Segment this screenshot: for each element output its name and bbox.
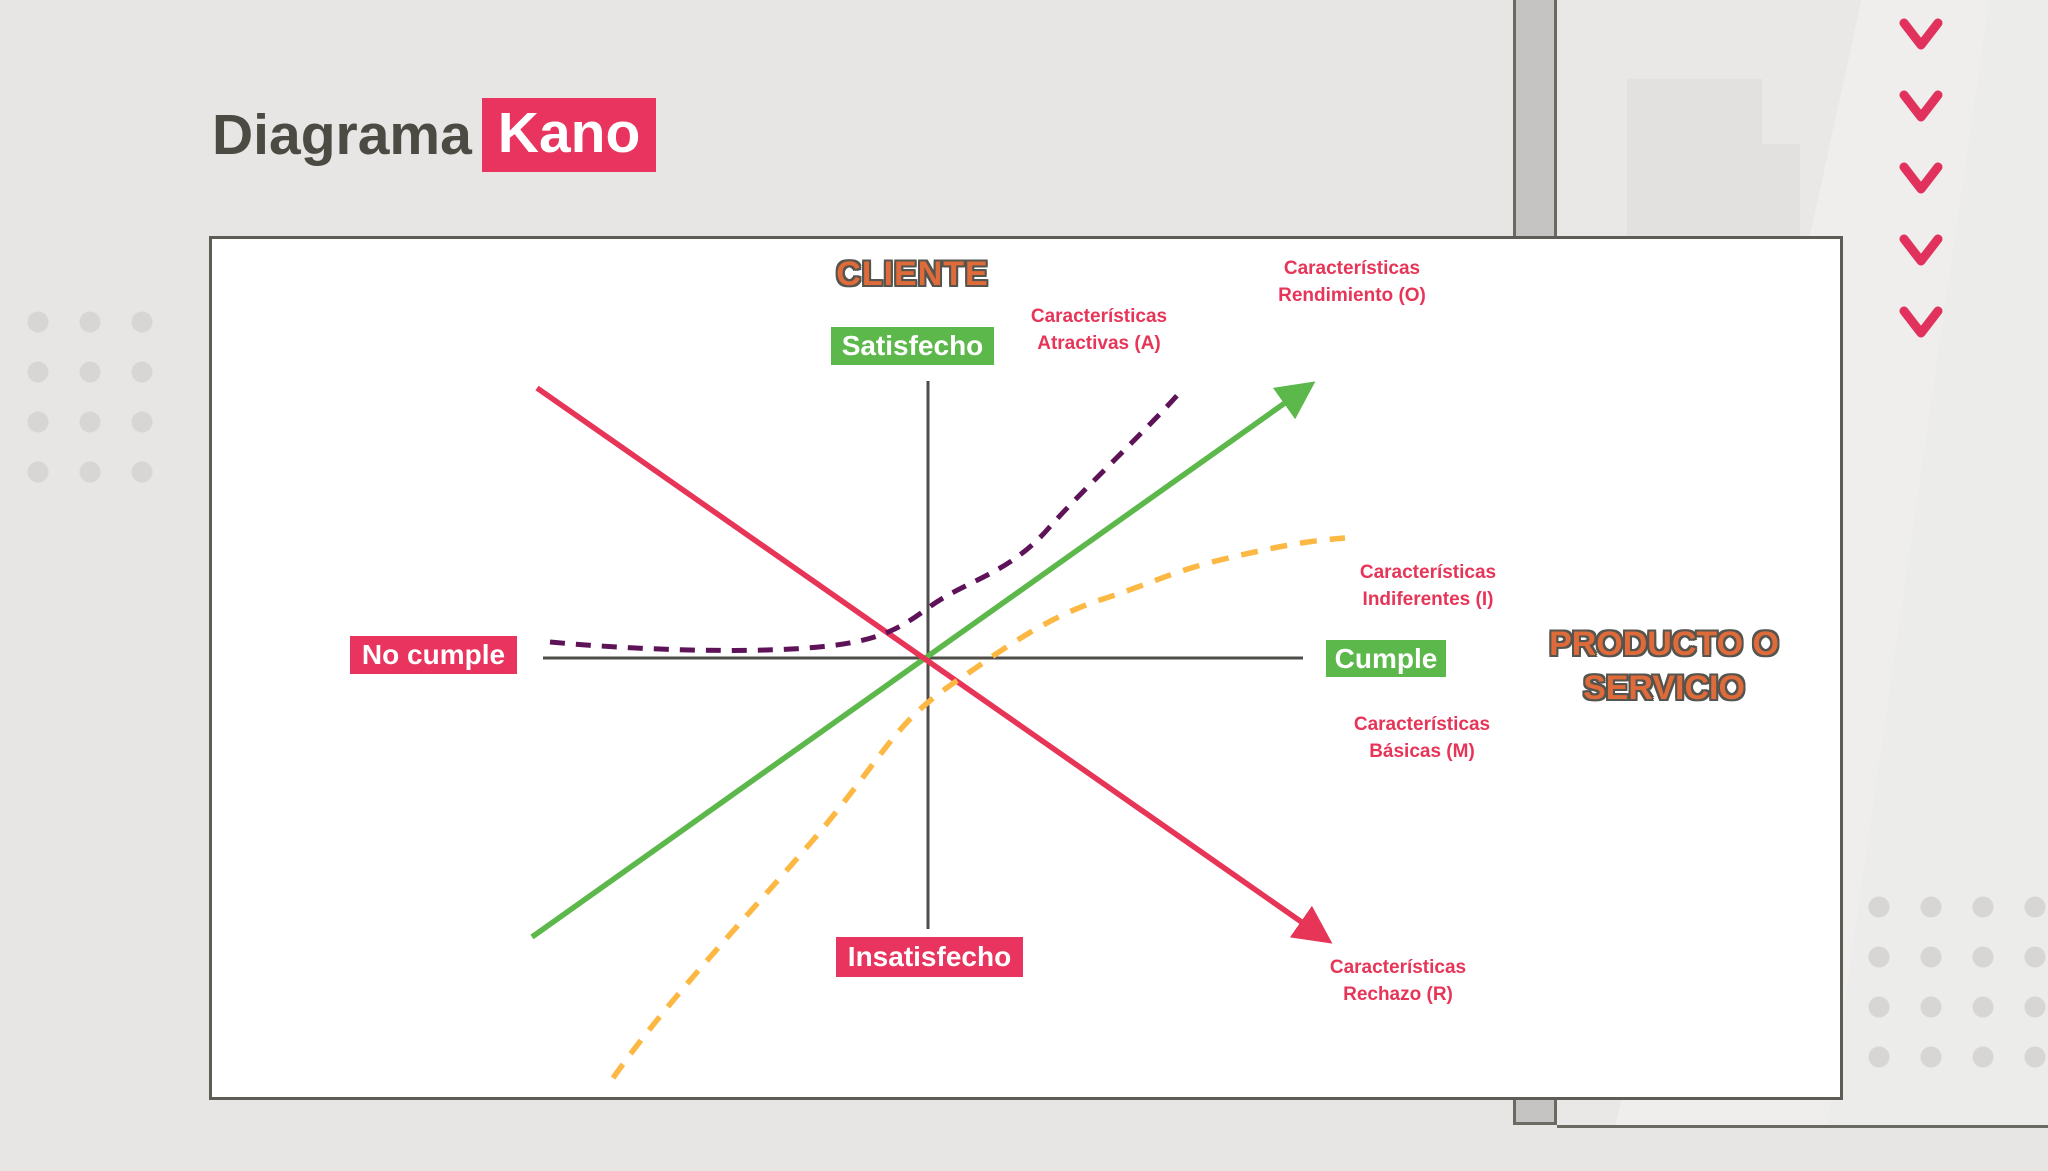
title-text: Diagrama (212, 103, 472, 167)
performance-curve-label: Características Rendimiento (O) (1242, 255, 1462, 309)
label-line: Características (1030, 306, 1168, 327)
label-line: Características (1353, 714, 1491, 735)
building-silhouette (1762, 144, 1800, 244)
attractive-curve-label: Características Atractivas (A) (999, 303, 1199, 357)
fulfilled-label: Cumple (1326, 640, 1446, 677)
satisfied-label: Satisfecho (831, 327, 994, 365)
title-highlight: Kano (481, 98, 657, 172)
basic-curve-label: Características Básicas (M) (1322, 711, 1522, 765)
label-line: Características (1329, 957, 1467, 978)
dot-grid-decoration (12, 297, 168, 497)
product-axis-line2: SERVICIO (1583, 669, 1745, 707)
reverse-curve (535, 385, 1333, 944)
chevron-down-icon (1899, 162, 1943, 194)
label-line: Características (1283, 258, 1421, 279)
chevron-down-icon (1899, 306, 1943, 338)
reverse-curve-label: Características Rechazo (R) (1298, 954, 1498, 1008)
label-line: Rendimiento (O) (1278, 285, 1426, 306)
dot-grid-decoration (1853, 882, 2048, 1082)
building-silhouette (1627, 79, 1762, 244)
label-line: Características (1359, 562, 1497, 583)
basic-curve (610, 535, 1346, 1080)
chevron-down-icon (1899, 234, 1943, 266)
not-fulfilled-label: No cumple (350, 636, 517, 674)
product-axis-title: PRODUCTO O SERVICIO (1528, 622, 1800, 710)
indifferent-curve-label: Características Indiferentes (I) (1328, 559, 1528, 613)
label-line: Básicas (M) (1369, 741, 1475, 762)
page-title: Diagrama Kano (212, 98, 657, 172)
attractive-curve (549, 388, 1184, 653)
label-line: Indiferentes (I) (1362, 589, 1494, 610)
chevron-down-icon (1899, 90, 1943, 122)
unsatisfied-label: Insatisfecho (836, 937, 1023, 977)
product-axis-line1: PRODUCTO O (1549, 625, 1779, 663)
label-line: Rechazo (R) (1343, 984, 1453, 1005)
client-axis-title: CLIENTE (836, 255, 989, 293)
performance-curve (530, 381, 1316, 940)
label-line: Atractivas (A) (1037, 333, 1161, 354)
chevron-down-icon (1899, 18, 1943, 50)
kano-chart-canvas (530, 381, 1346, 1080)
chevron-column (1899, 18, 1943, 378)
